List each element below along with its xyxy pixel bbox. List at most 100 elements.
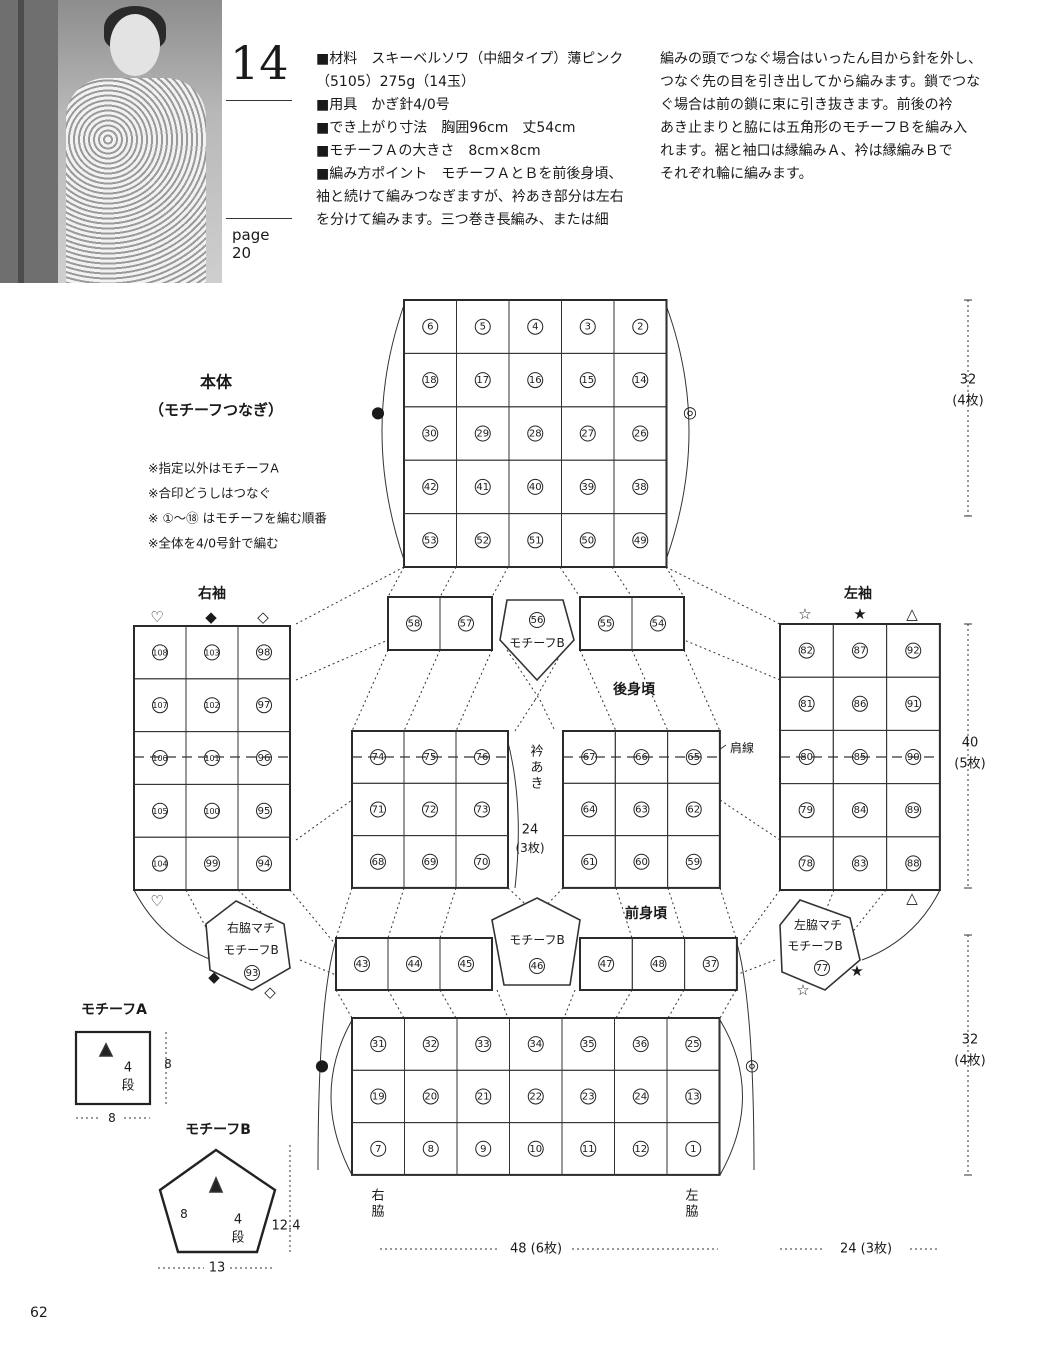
- front-grid-motif-35: 35: [582, 1039, 595, 1050]
- connector: [719, 887, 737, 939]
- neck-size: 24: [522, 823, 539, 838]
- connector: [496, 989, 509, 1019]
- left-sleeve-grid-cell: [886, 836, 941, 891]
- left-sleeve-grid-motif-82-circle: [798, 642, 815, 659]
- front-left-grid-motif-62-circle: [685, 801, 702, 818]
- left-sleeve-grid-motif-87-circle: [851, 642, 868, 659]
- front-left-grid-motif-63: 63: [635, 804, 648, 815]
- back-neck-motif-b: [499, 599, 575, 682]
- neck-opening-char-1: 衿: [530, 745, 543, 760]
- motif-a-arrowhead: [98, 1042, 114, 1057]
- description-left: ■材料 スキーベルソワ（中細タイプ）薄ピンク（5105）275g（14玉）■用具…: [316, 48, 624, 232]
- back-grid-motif-52: 52: [476, 535, 489, 546]
- motif-b-rows-unit: 段: [231, 1231, 244, 1246]
- connector: [335, 989, 353, 1019]
- back-grid-motif-18-circle: [422, 372, 439, 389]
- connector: [403, 649, 441, 732]
- front-grid-motif-13-circle: [685, 1088, 702, 1105]
- front-shoulder-left-motif-43: 43: [356, 959, 369, 970]
- motif-b-side: 8: [180, 1207, 188, 1221]
- motif-b-rows: 4: [234, 1213, 242, 1228]
- front-grid-cell: [666, 1122, 720, 1176]
- connector: [185, 889, 211, 936]
- front-left-grid-motif-62: 62: [687, 804, 700, 815]
- heart-mark-top: ♡: [150, 608, 163, 626]
- diamond-open-mark-bottom: ◇: [264, 983, 276, 1001]
- connector: [439, 566, 457, 598]
- back-grid-motif-18: 18: [424, 375, 437, 386]
- back-grid-motif-39-circle: [579, 478, 596, 495]
- back-grid-cell: [613, 513, 667, 568]
- left-gusset-motif-b: [779, 899, 861, 991]
- diagram-note-2: ※合印どうしはつなぐ: [148, 486, 271, 501]
- right-sleeve-grid-motif-99-circle: [204, 855, 220, 872]
- front-grid-motif-7-circle: [370, 1140, 387, 1157]
- front-grid-motif-35-circle: [580, 1036, 597, 1053]
- back-shoulder-left-motif-58: 58: [408, 619, 421, 630]
- back-grid-motif-49-circle: [632, 532, 649, 549]
- right-sleeve-grid-motif-100-circle: [204, 802, 220, 819]
- back-grid-motif-40-circle: [527, 478, 544, 495]
- front-right-grid-motif-73: 73: [476, 804, 489, 815]
- left-sleeve-grid-motif-91-circle: [905, 695, 922, 712]
- back-grid-motif-6-circle: [422, 318, 439, 335]
- front-right-grid-motif-68: 68: [372, 857, 385, 868]
- dot-mark-back: ●: [371, 403, 385, 422]
- back-shoulder-left-motif-57-circle: [458, 615, 474, 632]
- connector: [739, 889, 781, 946]
- connector: [289, 889, 337, 946]
- heart-mark-bottom: ♡: [150, 892, 163, 910]
- front-grid-motif-19-circle: [370, 1088, 387, 1105]
- front-grid-motif-25: 25: [687, 1039, 700, 1050]
- left-sleeve-grid-motif-87: 87: [854, 646, 867, 657]
- right-sleeve-grid-motif-101-circle: [204, 750, 220, 766]
- left-sleeve-grid-motif-89-circle: [905, 802, 922, 819]
- back-grid-motif-2: 2: [637, 322, 643, 333]
- front-grid-motif-33-circle: [475, 1036, 492, 1053]
- front-left-grid-motif-65: 65: [687, 752, 700, 763]
- page-rule: [226, 218, 292, 219]
- right-sleeve-grid-motif-107: 107: [152, 701, 167, 710]
- front-shoulder-left-motif-43-circle: [354, 956, 370, 972]
- connector: [615, 887, 633, 939]
- connector: [351, 649, 389, 732]
- back-grid-motif-30-circle: [422, 425, 439, 442]
- back-shoulder-right-motif-55: 55: [600, 619, 613, 630]
- back-grid-motif-16-circle: [527, 372, 544, 389]
- front-body-label: 前身頃: [625, 905, 668, 922]
- back-shoulder-left-motif-57: 57: [460, 619, 473, 630]
- neck-opening-arc: [504, 730, 519, 889]
- front-height-count: (4枚): [954, 1054, 985, 1069]
- front-height-value: 32: [962, 1033, 979, 1048]
- left-sleeve-grid-motif-84-circle: [851, 802, 868, 819]
- motif-93-circle: [244, 965, 260, 981]
- motif-a-width: 8: [108, 1111, 116, 1125]
- right-side-label-2: 脇: [371, 1205, 384, 1220]
- front-grid-motif-34-circle: [527, 1036, 544, 1053]
- back-grid-motif-3-circle: [579, 318, 596, 335]
- left-sleeve-grid-motif-80: 80: [800, 752, 813, 763]
- back-height-value: 32: [960, 373, 977, 388]
- back-grid-motif-14-circle: [632, 372, 649, 389]
- right-sleeve-grid-motif-97-circle: [256, 697, 272, 714]
- left-sleeve-grid-motif-83: 83: [854, 858, 867, 869]
- description-right-line-6: それぞれ輪に編みます。: [660, 166, 813, 182]
- back-grid-motif-53: 53: [424, 535, 437, 546]
- front-grid-motif-22-circle: [527, 1088, 544, 1105]
- front-left-grid-motif-61: 61: [583, 857, 596, 868]
- back-grid-motif-14: 14: [634, 375, 647, 386]
- back-grid-motif-6: 6: [427, 322, 433, 333]
- page-reference-value: 20: [232, 244, 252, 262]
- left-sleeve-grid-motif-84: 84: [854, 805, 867, 816]
- neck-count: (3枚): [516, 840, 545, 855]
- right-sleeve-grid-motif-98: 98: [258, 647, 271, 658]
- back-shoulder-right-cell: [631, 596, 685, 651]
- back-shoulder-left-motif-58-circle: [406, 615, 422, 632]
- front-shoulder-right-motif-47-circle: [598, 956, 615, 972]
- front-shoulder-right-cell: [684, 937, 738, 991]
- connector: [579, 649, 617, 732]
- front-grid-motif-31-circle: [370, 1036, 387, 1053]
- front-left-grid-motif-59-circle: [685, 853, 702, 870]
- front-grid-motif-31: 31: [372, 1039, 385, 1050]
